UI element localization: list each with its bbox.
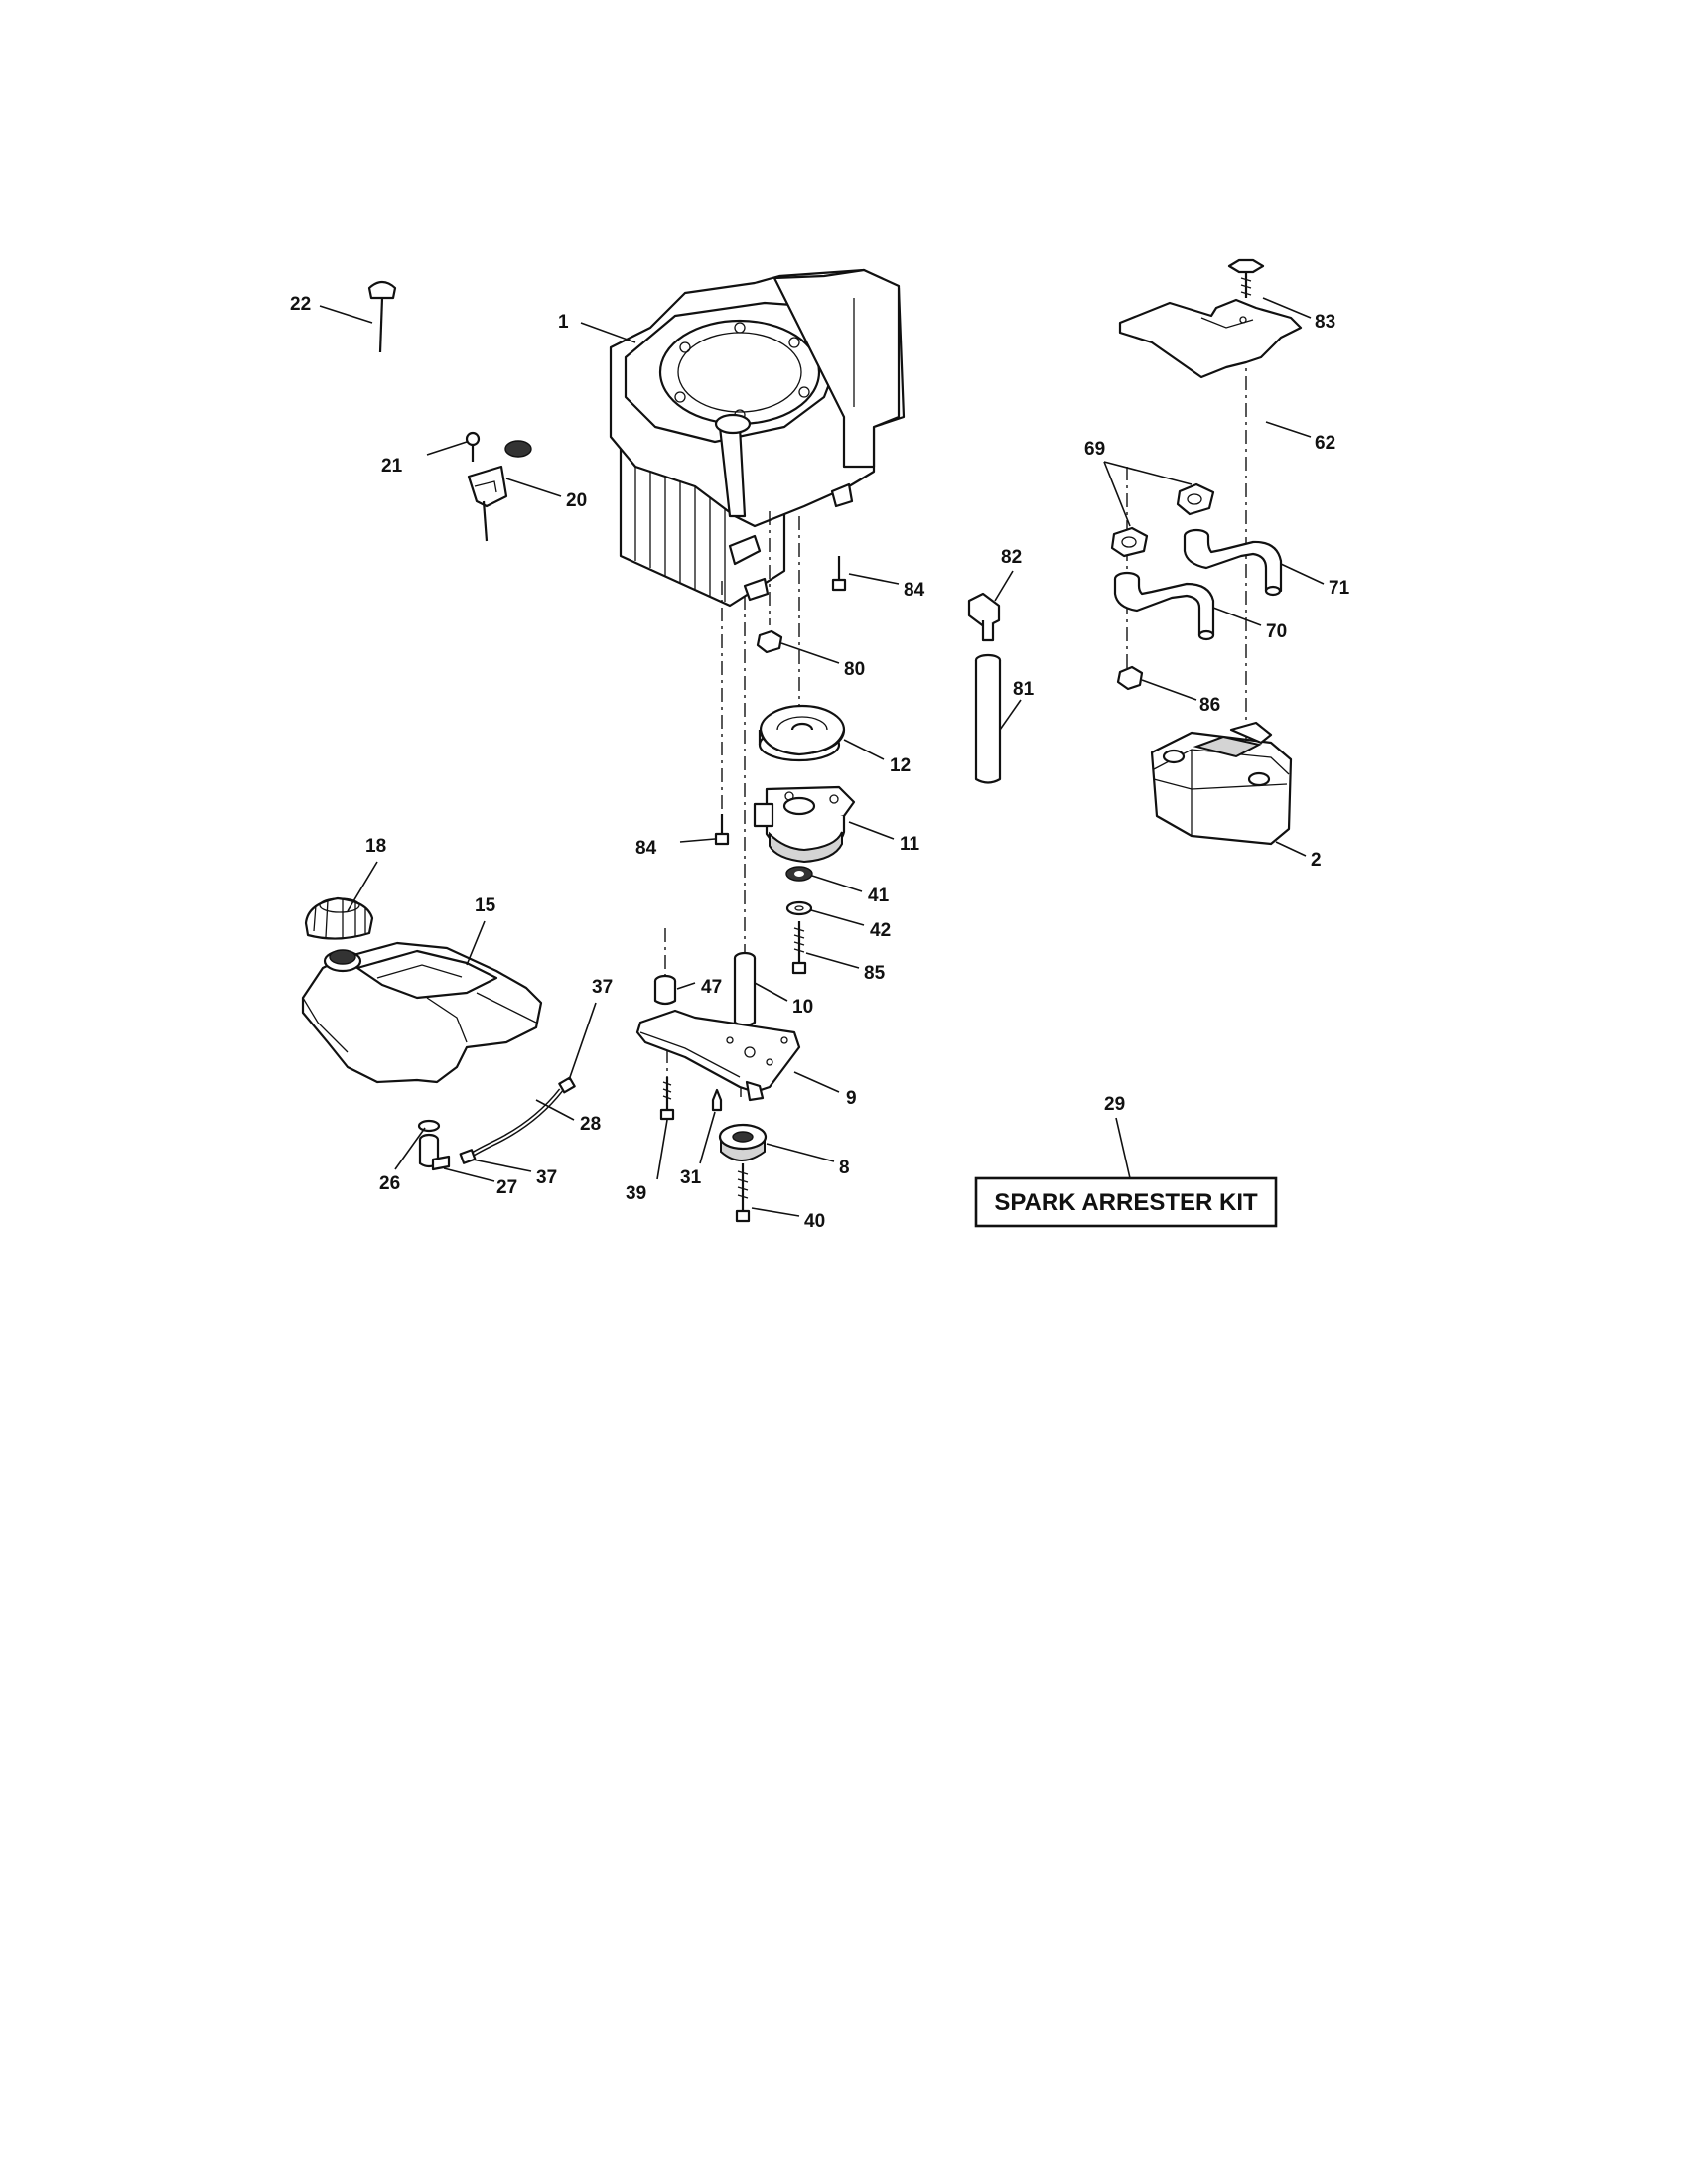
pulley-12 [758, 704, 846, 762]
nut-86 [1116, 665, 1144, 691]
callout-37-lower: 37 [536, 1167, 557, 1188]
gasket-69-right [1176, 482, 1215, 516]
callout-85: 85 [864, 963, 886, 984]
callout-26: 26 [379, 1173, 400, 1194]
callout-62: 62 [1315, 433, 1335, 454]
washer-41 [785, 866, 813, 882]
breather-82 [967, 592, 1001, 642]
callout-15: 15 [475, 895, 496, 916]
callout-71: 71 [1329, 578, 1350, 599]
callout-21: 21 [381, 456, 403, 477]
kit-label: SPARK ARRESTER KIT [994, 1189, 1258, 1216]
callout-31: 31 [680, 1167, 702, 1188]
callout-81: 81 [1013, 679, 1035, 700]
bolt-39 [659, 1077, 675, 1121]
clamp-37-lower [459, 1149, 477, 1164]
callout-84-lower: 84 [635, 838, 657, 859]
dipstick [367, 280, 397, 353]
gasket-69-left [1110, 526, 1149, 558]
exhaust-pipe-71 [1183, 528, 1283, 597]
fitting-31 [711, 1088, 723, 1112]
heat-shield-62 [1118, 298, 1303, 379]
engine [609, 268, 906, 608]
callout-27: 27 [496, 1177, 517, 1198]
spark-arrester-kit: SPARK ARRESTER KIT [974, 1176, 1278, 1228]
bolt-40 [735, 1163, 751, 1223]
callout-84-upper: 84 [904, 580, 925, 601]
callout-83: 83 [1315, 312, 1335, 333]
callout-29: 29 [1104, 1094, 1125, 1115]
throttle-bracket [465, 431, 532, 542]
leader-lines [319, 297, 1325, 1217]
breather-tube-81 [974, 653, 1002, 784]
callout-10: 10 [792, 997, 813, 1018]
bolt-84-upper [831, 556, 847, 592]
bolt-85 [791, 921, 807, 975]
callout-37-upper: 37 [592, 977, 613, 998]
nut-80 [756, 629, 783, 654]
callout-22: 22 [290, 294, 311, 315]
callout-9: 9 [846, 1088, 857, 1109]
callout-42: 42 [870, 920, 891, 941]
callout-40: 40 [804, 1211, 825, 1232]
washer-42 [785, 900, 813, 916]
callout-labels: 22 1 21 20 84 80 12 11 41 42 85 84 10 47… [290, 294, 1350, 1232]
callout-28: 28 [580, 1114, 601, 1135]
callout-20: 20 [566, 490, 587, 511]
callout-39: 39 [626, 1183, 646, 1204]
callout-1: 1 [558, 312, 569, 333]
callout-12: 12 [890, 755, 911, 776]
callout-41: 41 [868, 886, 890, 906]
callout-47: 47 [701, 977, 722, 998]
fuel-cap-18 [304, 896, 374, 940]
callout-80: 80 [844, 659, 865, 680]
fuel-tank-15 [301, 941, 543, 1084]
callout-82: 82 [1001, 547, 1022, 568]
callout-11: 11 [900, 834, 920, 855]
spacer-10 [733, 951, 757, 1027]
callout-18: 18 [365, 836, 386, 857]
fuel-valve-27 [417, 1119, 451, 1171]
callout-69: 69 [1084, 439, 1105, 460]
bolt-84-lower [714, 814, 730, 846]
fuel-line-28 [463, 1088, 563, 1161]
callout-2: 2 [1311, 850, 1322, 871]
bracket-9 [635, 1009, 801, 1102]
clutch-11 [753, 785, 856, 864]
idler-pulley-8 [718, 1123, 768, 1161]
bolt-83 [1227, 258, 1265, 298]
callout-86: 86 [1199, 695, 1220, 716]
clamp-37-upper [558, 1076, 576, 1094]
exhaust-pipe-70 [1113, 571, 1215, 641]
callout-70: 70 [1266, 621, 1287, 642]
callout-8: 8 [839, 1158, 850, 1178]
spacer-47 [653, 974, 677, 1006]
muffler-2 [1150, 721, 1293, 846]
